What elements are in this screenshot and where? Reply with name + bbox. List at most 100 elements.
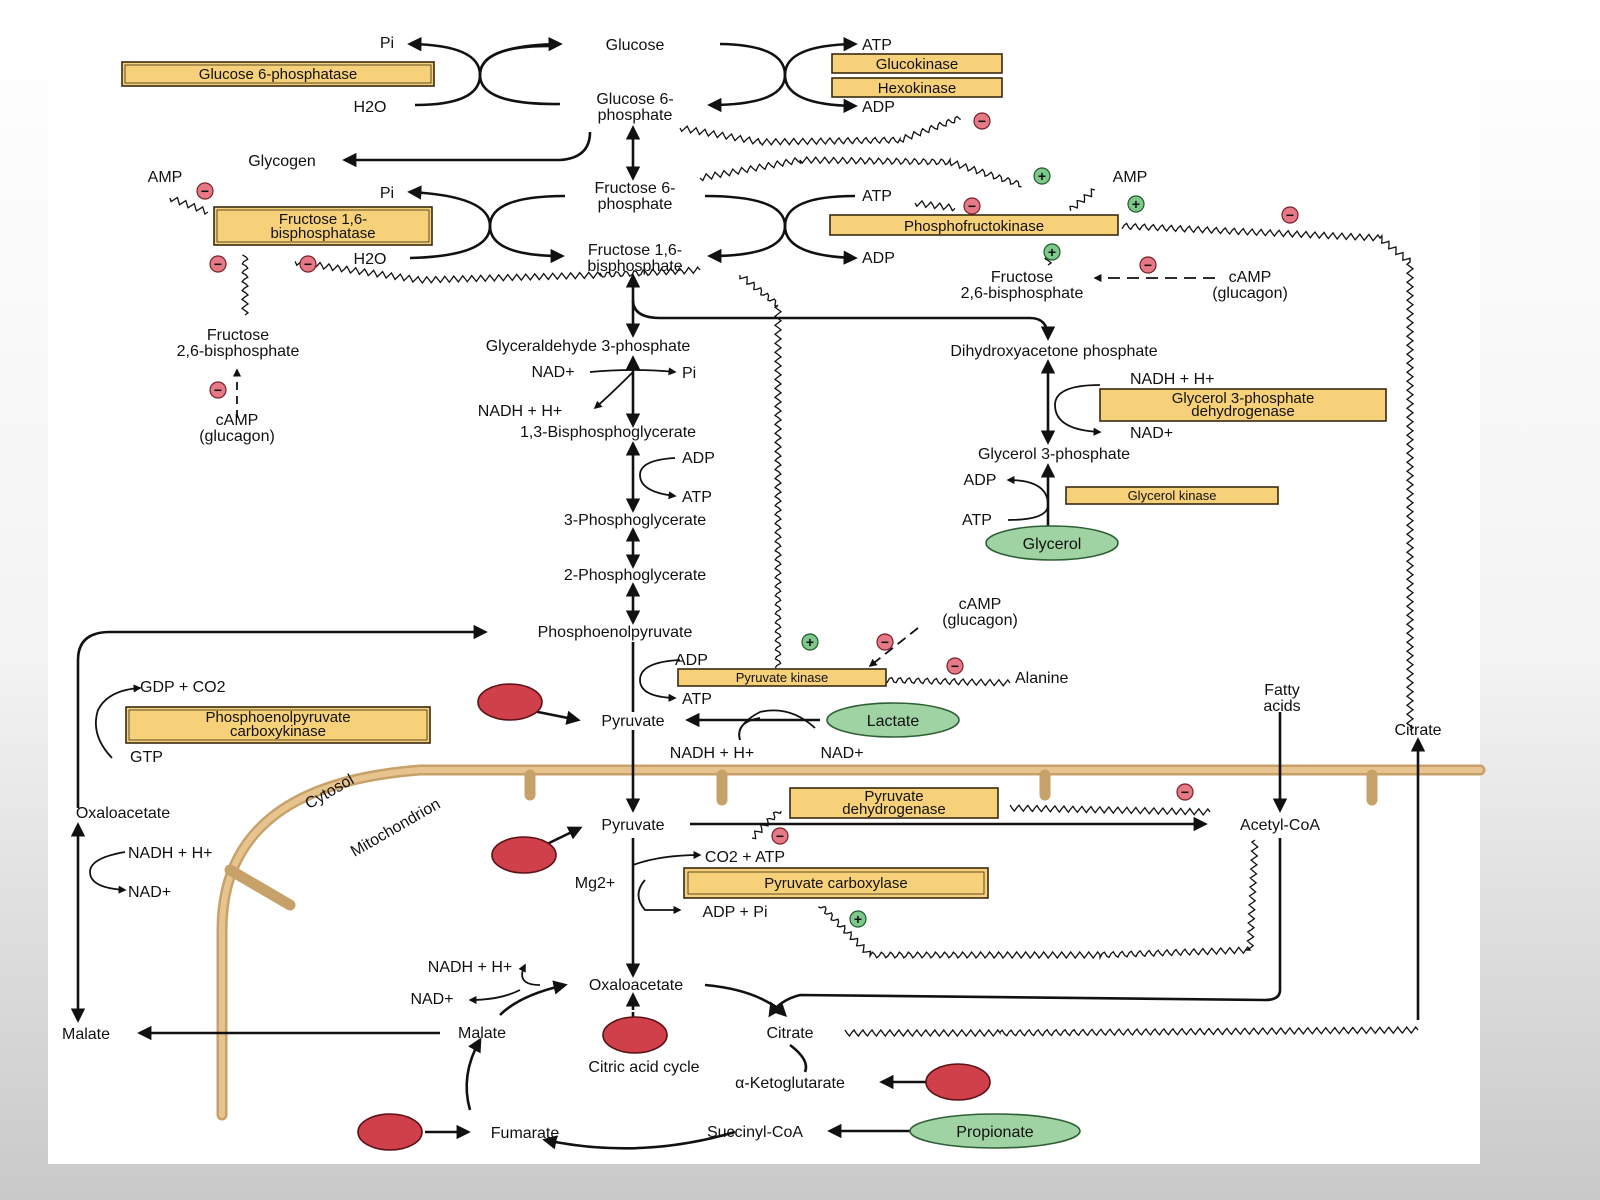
svg-text:bisphosphate: bisphosphate [587, 258, 682, 275]
pi-top-label: Pi [380, 35, 394, 52]
svg-text:Phosphoenolpyruvate: Phosphoenolpyruvate [205, 709, 350, 726]
regulation-wavy-line [1121, 222, 1415, 731]
svg-text:GDP + CO2: GDP + CO2 [140, 679, 226, 696]
enzyme-hexokinase: Hexokinase [831, 77, 1003, 98]
regulation-wavy-line [817, 839, 1259, 961]
svg-text:3-Phosphoglycerate: 3-Phosphoglycerate [564, 512, 706, 529]
svg-text:2-Phosphoglycerate: 2-Phosphoglycerate [564, 567, 706, 584]
regulation-wavy-line [1069, 188, 1096, 211]
svg-text:Pi: Pi [380, 185, 394, 202]
inhibition-sign: − [196, 182, 214, 200]
svg-text:Glycerol 3-phosphate: Glycerol 3-phosphate [1172, 390, 1315, 407]
svg-text:Phosphoenolpyruvate: Phosphoenolpyruvate [538, 624, 693, 641]
svg-text:Fructose: Fructose [991, 269, 1053, 286]
svg-text:NAD+: NAD+ [128, 884, 171, 901]
svg-text:AMP: AMP [1113, 169, 1148, 186]
svg-text:ATP: ATP [962, 512, 992, 529]
inhibition-sign: − [209, 255, 227, 273]
substrate-ovals: Glycerol Lactate Propionate [826, 525, 1119, 1149]
svg-text:Fumarate: Fumarate [491, 1125, 560, 1142]
main-pathway-arrows [342, 125, 1056, 978]
svg-text:Fatty: Fatty [1264, 682, 1300, 699]
inhibition-sign: − [771, 827, 789, 845]
svg-text:Phosphofructokinase: Phosphofructokinase [904, 218, 1044, 235]
inhibition-sign: − [299, 255, 317, 273]
svg-text:ADP: ADP [682, 450, 715, 467]
activation-sign: + [849, 910, 867, 928]
svg-text:−: − [214, 382, 222, 398]
regulation-wavy-line [699, 156, 1022, 188]
svg-text:−: − [1181, 784, 1189, 800]
svg-text:Dihydroxyacetone phosphate: Dihydroxyacetone phosphate [950, 343, 1157, 360]
inhibition-sign: − [1176, 783, 1194, 801]
svg-text:Pyruvate: Pyruvate [601, 817, 664, 834]
enzyme-pyruvate-dehydrogenase: Pyruvate dehydrogenase [789, 787, 999, 819]
svg-text:Glycerol: Glycerol [1023, 536, 1082, 553]
svg-text:acids: acids [1263, 698, 1300, 715]
svg-text:Citrate: Citrate [1394, 722, 1441, 739]
svg-text:Glycerol kinase: Glycerol kinase [1128, 488, 1217, 503]
svg-text:cAMP: cAMP [216, 412, 259, 429]
svg-text:Citric acid cycle: Citric acid cycle [588, 1059, 699, 1076]
svg-text:NAD+: NAD+ [531, 364, 574, 381]
svg-text:H2O: H2O [354, 251, 387, 268]
svg-text:Pyruvate: Pyruvate [864, 788, 923, 805]
regulation-wavy-line [169, 196, 209, 216]
svg-text:ADP + Pi: ADP + Pi [702, 904, 767, 921]
svg-text:−: − [881, 634, 889, 650]
svg-text:NADH + H+: NADH + H+ [428, 959, 512, 976]
svg-text:2,6-bisphosphate: 2,6-bisphosphate [177, 343, 300, 360]
svg-text:−: − [201, 183, 209, 199]
inhibition-sign: − [973, 112, 991, 130]
svg-text:Citrate: Citrate [766, 1025, 813, 1042]
svg-text:−: − [214, 256, 222, 272]
svg-text:Fructose 1,6-: Fructose 1,6- [588, 242, 682, 259]
svg-text:Glycerol 3-phosphate: Glycerol 3-phosphate [978, 446, 1130, 463]
svg-text:−: − [951, 658, 959, 674]
amino-acid-entry-dots [357, 683, 991, 1151]
svg-text:cAMP: cAMP [1229, 269, 1272, 286]
svg-text:carboxykinase: carboxykinase [230, 723, 326, 740]
svg-text:Fructose 6-: Fructose 6- [595, 180, 676, 197]
svg-text:Glucokinase: Glucokinase [876, 56, 959, 73]
svg-text:NADH + H+: NADH + H+ [1130, 371, 1214, 388]
svg-text:dehydrogenase: dehydrogenase [1191, 403, 1294, 420]
svg-text:−: − [978, 113, 986, 129]
enzyme-glycerol-kinase: Glycerol kinase [1065, 486, 1279, 505]
svg-text:NAD+: NAD+ [1130, 425, 1173, 442]
svg-text:Glyceraldehyde 3-phosphate: Glyceraldehyde 3-phosphate [486, 338, 691, 355]
svg-text:1,3-Bisphosphoglycerate: 1,3-Bisphosphoglycerate [520, 424, 696, 441]
svg-text:Pi: Pi [682, 365, 696, 382]
svg-text:NAD+: NAD+ [410, 991, 453, 1008]
svg-text:−: − [776, 828, 784, 844]
regulation-wavy-line [751, 810, 782, 840]
svg-text:+: + [1132, 196, 1140, 212]
svg-text:Glucose 6-phosphatase: Glucose 6-phosphatase [199, 66, 357, 83]
canvas-panel [48, 14, 1480, 1164]
svg-text:Succinyl-CoA: Succinyl-CoA [707, 1124, 803, 1141]
svg-text:ATP: ATP [682, 691, 712, 708]
svg-text:cAMP: cAMP [959, 596, 1002, 613]
inhibition-sign: − [946, 657, 964, 675]
svg-text:Pyruvate carboxylase: Pyruvate carboxylase [764, 875, 907, 892]
svg-text:+: + [1038, 168, 1046, 184]
svg-text:ADP: ADP [964, 472, 997, 489]
inhibition-sign: − [876, 633, 894, 651]
enzyme-pyruvate-kinase: Pyruvate kinase [677, 668, 887, 687]
svg-text:NADH + H+: NADH + H+ [670, 745, 754, 762]
activation-sign: + [1043, 243, 1061, 261]
regulation-wavy-line [739, 274, 783, 669]
svg-text:NADH + H+: NADH + H+ [128, 845, 212, 862]
regulation-wavy-line [884, 676, 1011, 687]
activation-sign: + [1033, 167, 1051, 185]
glucose-label: Glucose [606, 37, 665, 54]
svg-text:−: − [1286, 207, 1294, 223]
svg-text:Pyruvate: Pyruvate [601, 713, 664, 730]
svg-text:2,6-bisphosphate: 2,6-bisphosphate [961, 285, 1084, 302]
svg-text:dehydrogenase: dehydrogenase [842, 801, 945, 818]
svg-text:(glucagon): (glucagon) [942, 612, 1018, 629]
svg-text:α-Ketoglutarate: α-Ketoglutarate [735, 1075, 845, 1092]
regulation-wavy-line [240, 254, 250, 316]
svg-text:Mg2+: Mg2+ [575, 875, 615, 892]
